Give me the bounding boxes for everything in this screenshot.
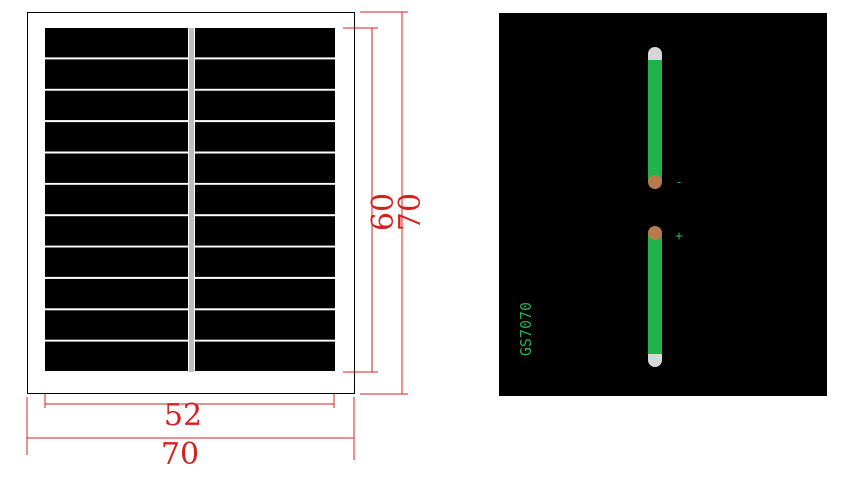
solar-cell xyxy=(45,153,188,183)
solar-cell xyxy=(45,90,188,121)
solar-cell xyxy=(45,59,188,89)
solar-cell xyxy=(195,153,335,183)
solar-cell xyxy=(45,216,188,246)
solar-cell xyxy=(195,278,335,309)
solar-cell xyxy=(195,28,335,58)
solar-cell xyxy=(45,184,188,215)
negative-trace xyxy=(648,54,662,182)
negative-end-cap xyxy=(648,47,662,60)
solar-cell xyxy=(195,122,335,152)
dimension-annotations xyxy=(26,11,408,460)
solar-cell-grid xyxy=(45,28,335,371)
positive-trace xyxy=(648,233,662,360)
pcb-back-view: - + GS7070 xyxy=(499,13,827,396)
solar-cell xyxy=(195,59,335,89)
solar-cell xyxy=(45,247,188,277)
negative-solder-pad xyxy=(648,175,662,189)
negative-symbol: - xyxy=(675,175,683,190)
positive-end-cap xyxy=(648,354,662,367)
dim-outer-height-label: 70 xyxy=(393,193,428,231)
dim-outer-width-label: 70 xyxy=(161,437,199,472)
solar-cell xyxy=(45,278,188,309)
positive-solder-pad xyxy=(648,226,662,240)
solar-cell xyxy=(45,28,188,58)
pcb-model-label: GS7070 xyxy=(517,302,535,356)
solar-cell xyxy=(195,310,335,340)
solar-panel-front-view xyxy=(27,12,355,394)
solar-cell xyxy=(195,247,335,277)
solar-cell xyxy=(195,90,335,121)
dim-inner-height-label: 60 xyxy=(366,193,401,231)
solar-cell xyxy=(195,184,335,215)
solar-cell xyxy=(45,341,188,371)
dim-inner-width-label: 52 xyxy=(164,398,202,433)
pcb-board xyxy=(499,13,827,396)
solar-cell xyxy=(195,341,335,371)
solar-cell xyxy=(45,122,188,152)
solar-cell xyxy=(195,216,335,246)
center-busbar xyxy=(189,28,194,372)
positive-symbol: + xyxy=(675,229,683,244)
solar-cell xyxy=(45,310,188,340)
